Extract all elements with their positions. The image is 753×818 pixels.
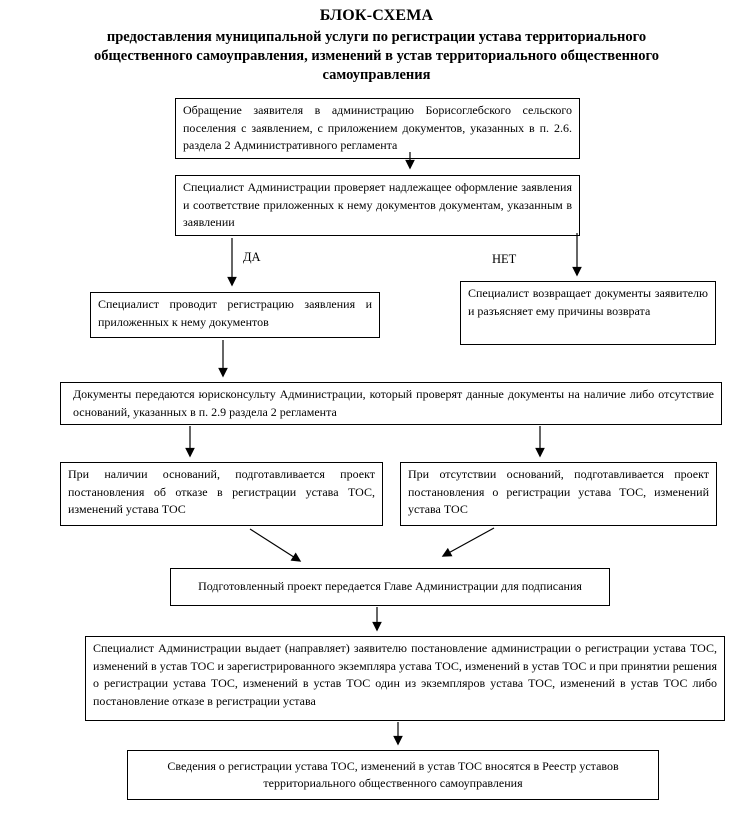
box-check: Специалист Администрации проверяет надле… [175,175,580,236]
page-subtitle: предоставления муниципальной услуги по р… [93,29,660,83]
page-title: БЛОК-СХЕМА [319,7,434,24]
box-return-documents: Специалист возвращает документы заявител… [460,281,716,345]
arrow-approval-to-signing [441,527,495,557]
box-issuance: Специалист Администрации выдает (направл… [85,636,725,721]
box-registry: Сведения о регистрации устава ТОС, измен… [127,750,659,800]
box-approval-draft: При отсутствии оснований, подготавливает… [400,462,717,526]
box-signing: Подготовленный проект передается Главе А… [170,568,610,606]
box-refusal-draft: При наличии оснований, подготавливается … [60,462,383,526]
title-block: БЛОК-СХЕМА предоставления муниципальной … [0,6,753,85]
branch-label-no: НЕТ [492,252,517,266]
box-registration: Специалист проводит регистрацию заявлени… [90,292,380,338]
branch-label-yes: ДА [243,250,261,264]
box-application: Обращение заявителя в администрацию Бори… [175,98,580,159]
box-legal-review: Документы передаются юрисконсульту Админ… [60,382,722,425]
arrow-refusal-to-signing [249,528,302,562]
